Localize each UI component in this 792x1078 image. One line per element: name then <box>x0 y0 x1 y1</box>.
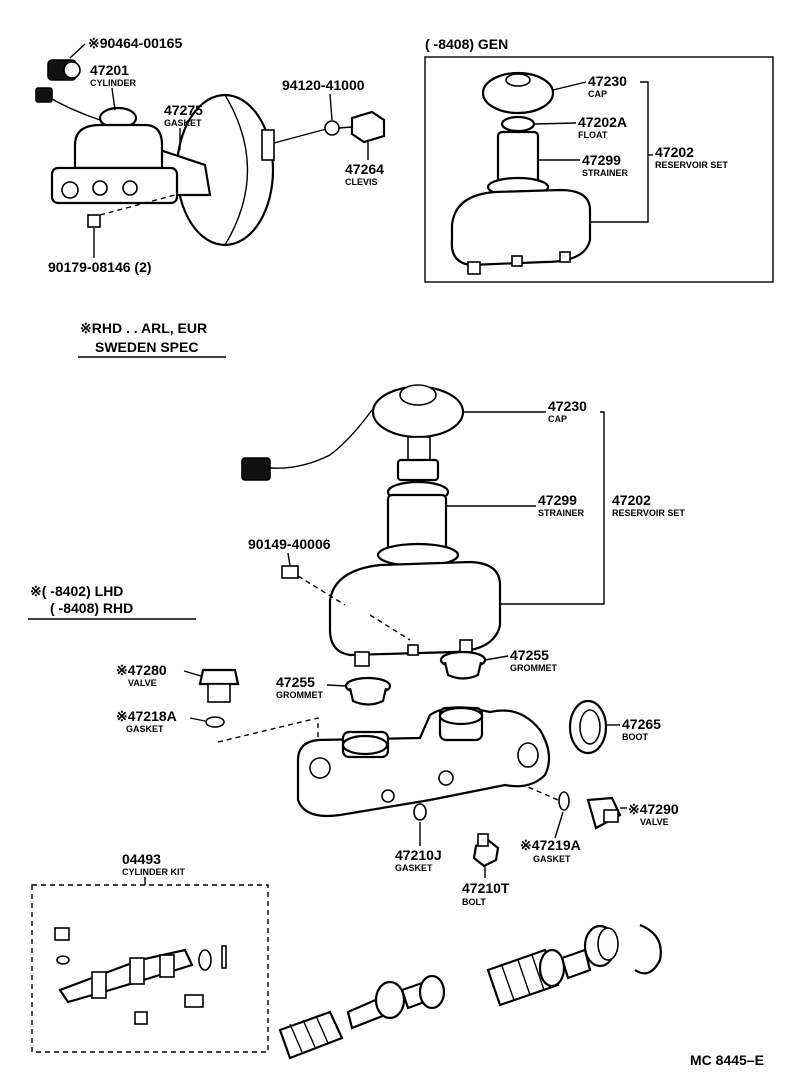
label-47210J-name: GASKET <box>395 863 433 873</box>
label-47264-number: 47264 <box>345 161 384 177</box>
gen-47202A-number: 47202A <box>578 114 627 130</box>
label-90464-number: ※90464-00165 <box>88 35 182 51</box>
label-47219A-name: GASKET <box>533 854 571 864</box>
label-47275-number: 47275 <box>164 102 203 118</box>
label-47265-name: BOOT <box>622 732 649 742</box>
label-90179-number: 90179-08146 (2) <box>48 259 152 275</box>
label-47210J-number: 47210J <box>395 847 442 863</box>
internal-parts-drawing <box>278 923 662 1060</box>
label-47275-name: GASKET <box>164 118 202 128</box>
main-47299-name: STRAINER <box>538 508 585 518</box>
figure-code: MC 8445–E <box>690 1052 764 1068</box>
main-47230-number: 47230 <box>548 398 587 414</box>
gen-47230-name: CAP <box>588 89 607 99</box>
gen-47202A-name: FLOAT <box>578 130 608 140</box>
main-reservoir-drawing <box>241 384 502 667</box>
label-04493-number: 04493 <box>122 851 161 867</box>
main-47299-number: 47299 <box>538 492 577 508</box>
label-47264-name: CLEVIS <box>345 177 378 187</box>
label-47280-number: ※47280 <box>116 662 167 678</box>
cylinder-kit-box <box>31 884 269 1053</box>
label-47210T-number: 47210T <box>462 880 510 896</box>
label-94120-number: 94120-41000 <box>282 77 365 93</box>
spec-note-line2: SWEDEN SPEC <box>95 339 198 355</box>
label-47280-name: VALVE <box>128 678 157 688</box>
main-47230-name: CAP <box>548 414 567 424</box>
label-47255-right-name: GROMMET <box>510 663 557 673</box>
range-note-line1: ※( -8402) LHD <box>30 583 123 599</box>
main-47202-number: 47202 <box>612 492 651 508</box>
gen-47230-number: 47230 <box>588 73 627 89</box>
gen-reservoir-drawing <box>450 71 592 275</box>
gen-47299-name: STRAINER <box>582 168 629 178</box>
gen-47299-number: 47299 <box>582 152 621 168</box>
gen-header: ( -8408) GEN <box>425 36 508 52</box>
label-47290-number: ※47290 <box>628 801 679 817</box>
label-90149-number: 90149-40006 <box>248 536 331 552</box>
master-cylinder-body <box>296 706 551 818</box>
label-47218A-name: GASKET <box>126 724 164 734</box>
cylinder-kit-parts <box>54 927 227 1025</box>
label-47265-number: 47265 <box>622 716 661 732</box>
label-47255-left-number: 47255 <box>276 674 315 690</box>
label-47218A-number: ※47218A <box>116 708 177 724</box>
gen-47202-name: RESERVOIR SET <box>655 160 728 170</box>
label-47255-left-name: GROMMET <box>276 690 323 700</box>
label-47290-name: VALVE <box>640 817 669 827</box>
label-47201-number: 47201 <box>90 62 129 78</box>
range-note-line2: ( -8408) RHD <box>50 600 133 616</box>
main-47202-name: RESERVOIR SET <box>612 508 685 518</box>
label-47219A-number: ※47219A <box>520 837 581 853</box>
label-47210T-name: BOLT <box>462 897 486 907</box>
gen-reservoir-box <box>424 56 774 283</box>
spec-note-line1: ※RHD . . ARL, EUR <box>80 320 207 336</box>
label-04493-name: CYLINDER KIT <box>122 867 186 877</box>
label-47255-right-number: 47255 <box>510 647 549 663</box>
gen-47202-number: 47202 <box>655 144 694 160</box>
brake-booster-assembly <box>35 59 386 247</box>
label-47201-name: CYLINDER <box>90 78 137 88</box>
